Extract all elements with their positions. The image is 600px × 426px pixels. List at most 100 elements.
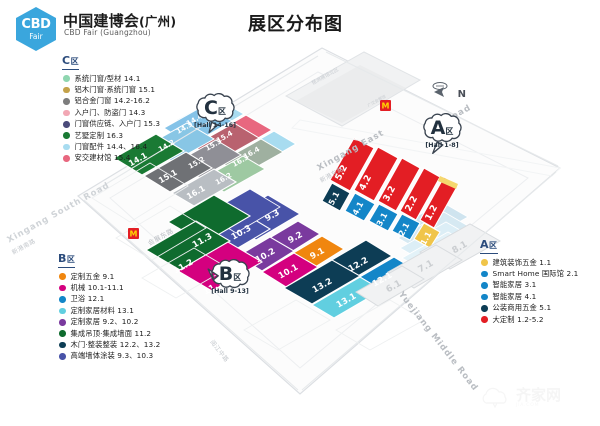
legend-item[interactable]: 安交建材馆 15.4 [62,153,160,164]
legend-item[interactable]: 艺墅定制 16.3 [62,130,160,141]
legend-item-label: 铝木门窗·系统门窗 15.1 [74,85,156,95]
brand-name-cn-city: (广州) [139,14,177,29]
legend-item-label: 大定制 1.2-5.2 [492,314,544,324]
legend-item[interactable]: Smart Home 国际馆 2.1 [480,268,578,279]
legend-item[interactable]: 定制五金 9.1 [58,271,160,282]
legend-color-dot-icon [59,284,66,292]
poi-marker-1[interactable]: M [128,228,139,239]
parcel-lines [91,162,425,351]
legend-item-label: 门窗配件 14.4、16.4 [74,142,148,152]
legend-item[interactable]: 铝木门窗·系统门窗 15.1 [62,84,160,95]
legend-item-label: 机械 10.1-11.1 [70,283,124,293]
brand-name-cn: 中国建博会(广州) [63,10,176,31]
legend-zone-b-title: B区 [58,252,76,268]
hall-block-4-2[interactable] [353,146,399,202]
legend-zone-a: A区 建筑装饰五金 1.1 Smart Home 国际馆 2.1 智能家居 3.… [480,233,578,325]
legend-item-label: 定制五金 9.1 [70,271,115,281]
legend-item[interactable]: 木门·整装整装 12.2、13.2 [58,339,160,350]
legend-item[interactable]: 大定制 1.2-5.2 [480,314,578,325]
hall-block-4-1[interactable] [344,192,376,222]
legend-item[interactable]: 系统门窗/型材 14.1 [62,73,160,84]
watermark-text-wrap: 齐家网 JIA.COM [516,386,562,409]
pin-zone-a[interactable]: A区 [Hall 1-8] [415,113,469,163]
legend-item[interactable]: 定制家居材料 13.1 [58,305,160,316]
legend-item-label: 木门·整装整装 12.2、13.2 [70,340,161,350]
hall-group-grey-pavilions[interactable] [355,223,502,307]
site-inner-boundary [109,71,529,369]
legend-color-dot-icon [59,330,66,337]
compass-icon [432,82,448,97]
legend-zone-b-sub: 区 [66,255,76,264]
legend-item-label: 定制家居 9.2、10.2 [70,317,139,327]
page-header: CBD Fair 中国建博会(广州) CBD Fair (Guangzhou) … [0,0,600,51]
legend-zone-c-letter: C [62,54,71,67]
legend-item[interactable]: 入户门、防盗门 14.3 [62,107,160,118]
hall-group-a-row1[interactable] [321,182,441,249]
hall-block-3-2[interactable] [377,157,421,212]
legend-zone-b: B区 定制五金 9.1 机械 10.1-11.1 卫浴 12.1 定制家居材料 … [58,247,160,362]
logo-line-2: Fair [29,31,43,41]
legend-item[interactable]: 定制家居 9.2、10.2 [58,317,160,328]
hall-block-5-2[interactable] [329,137,375,192]
legend-item-label: 系统门窗/型材 14.1 [74,73,141,83]
legend-item[interactable]: 铝合金门窗 14.2-16.2 [62,96,160,107]
svg-text:M: M [382,102,390,111]
legend-color-dot-icon [63,75,70,82]
hall-group-c-row1[interactable] [112,133,238,207]
legend-color-dot-icon [63,121,70,128]
logo-line-1: CBD [21,16,51,32]
legend-item[interactable]: 高端墙体涂装 9.3、10.3 [58,351,160,362]
hall-block-2-1[interactable] [391,213,421,241]
legend-item-label: 铝合金门窗 14.2-16.2 [74,96,150,106]
legend-item[interactable]: 门窗配件 14.4、16.4 [62,141,160,152]
hall-block-3-1[interactable] [368,203,399,232]
legend-item[interactable]: 机械 10.1-11.1 [58,282,160,293]
legend-color-dot-icon [59,341,66,349]
pin-zone-b[interactable]: B区 [Hall 9-13] [203,259,257,309]
compass-north-indicator: N [430,83,466,109]
legend-item[interactable]: 门窗供应链、入户门 15.3 [62,119,160,130]
road-line-sw [83,199,299,391]
legend-item-label: 门窗供应链、入户门 15.3 [74,119,161,129]
hall-block-11-2[interactable] [144,220,232,271]
pin-zone-a-hall: [Hall 1-8] [425,142,459,149]
hall-block-14-1[interactable] [112,133,186,176]
legend-item[interactable]: 公装商用五金 5.1 [480,303,578,314]
pin-zone-c[interactable]: C区 [Hall 14-16] [188,93,242,143]
pin-zone-c-body: C区 [Hall 14-16] [188,93,242,135]
legend-color-dot-icon [481,270,488,278]
hall-block-10-1[interactable] [260,252,320,288]
watermark-text: 齐家网 [516,386,562,404]
legend-color-dot-icon [59,353,66,360]
legend-item-label: Smart Home 国际馆 2.1 [492,269,579,279]
legend-item[interactable]: 建筑装饰五金 1.1 [480,257,578,268]
brand-name-en: CBD Fair (Guangzhou) [64,28,151,37]
hall-block-15-1[interactable] [142,151,214,193]
brand-name-cn-main: 中国建博会 [63,12,140,30]
road-line-ne [325,51,559,167]
north-pavilion-inner [296,65,406,123]
hall-block-5-1[interactable] [321,182,351,212]
poi-marker-2[interactable]: M [380,100,391,111]
hall-block-6-1[interactable] [355,265,425,307]
road-line-se [301,171,557,391]
legend-item[interactable]: 卫浴 12.1 [58,294,160,305]
legend-item-label: 卫浴 12.1 [70,294,105,304]
hall-group-a-row2[interactable] [329,137,459,229]
pin-zone-a-letter: A区 [430,117,454,139]
legend-zone-b-letter: B [58,252,67,265]
hall-block-16-1[interactable] [170,168,238,207]
legend-item[interactable]: 集成吊顶·集成墙面 11.2 [58,328,160,339]
pin-cloud-shape-icon [423,113,462,154]
legend-item[interactable]: 智能家居 4.1 [480,291,578,302]
legend-zone-a-sub: 区 [489,241,498,250]
pin-cloud-shape-icon [196,93,235,134]
svg-text:M: M [130,230,138,239]
legend-item-label: 建筑装饰五金 1.1 [492,257,552,267]
watermark: 齐家网 JIA.COM [478,378,596,418]
hall-block-1-2[interactable] [419,176,459,229]
hall-block-13-2[interactable] [282,259,362,305]
legend-item[interactable]: 智能家居 3.1 [480,280,578,291]
cbd-fair-logo[interactable]: CBD Fair [16,7,56,51]
legend-color-dot-icon [63,143,70,151]
